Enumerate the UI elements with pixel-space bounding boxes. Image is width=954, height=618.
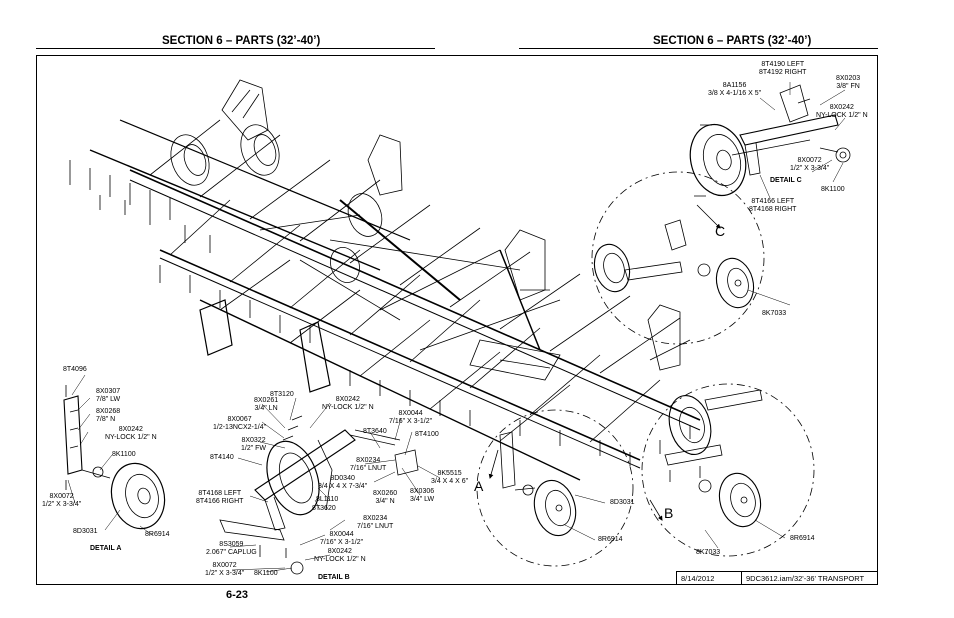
detail-a-label: DETAIL A	[90, 545, 122, 552]
title-block-file: 9DC3612.iam/32'-36' TRANSPORT	[741, 571, 878, 585]
detail-b-label: DETAIL B	[318, 574, 350, 581]
callout-8r6914-view-b: 8R6914	[790, 535, 815, 542]
callout-8k1100-c: 8K1100	[821, 186, 845, 193]
callout-8t4140: 8T4140	[210, 454, 234, 461]
view-c-artwork	[591, 171, 765, 345]
header-title-right: SECTION 6 – PARTS (32’-40’)	[653, 35, 812, 47]
callout-8k7033-view-b: 8K7033	[696, 549, 721, 556]
header-rule-left	[36, 48, 435, 49]
detail-c-label: DETAIL C	[770, 177, 802, 184]
callout-8k1100-a: 8K1100	[112, 451, 136, 458]
drawing-frame	[36, 55, 878, 585]
callout-8t3640: 8T3640	[363, 428, 387, 435]
callout-8t3120: 8T3120	[270, 391, 294, 398]
callout-8l1110: 8L1110	[316, 496, 339, 503]
view-a-artwork	[476, 409, 634, 567]
view-letter-b: B	[664, 505, 674, 521]
view-b-artwork	[641, 383, 815, 557]
view-letter-c: C	[715, 223, 726, 239]
callout-8t4100: 8T4100	[415, 431, 439, 438]
title-block-date: 8/14/2012	[676, 571, 742, 585]
header-title-left: SECTION 6 – PARTS (32’-40’)	[162, 35, 321, 47]
callout-8k7033-c: 8K7033	[762, 310, 787, 317]
main-frame-assembly	[69, 79, 701, 481]
callout-8t4096: 8T4096	[63, 366, 87, 373]
detail-c-artwork	[689, 84, 851, 197]
view-letter-a: A	[474, 478, 484, 494]
callout-8t3620: 8T3620	[312, 505, 336, 512]
callout-8k1100-b: 8K1100	[254, 570, 278, 577]
callout-8r6914-view-a: 8R6914	[598, 536, 623, 543]
header-rule-right	[519, 48, 878, 49]
callout-8d3031-a: 8D3031	[73, 528, 98, 535]
callout-8d3031-view-a: 8D3031	[610, 499, 635, 506]
detail-b-artwork	[219, 415, 419, 575]
detail-a-artwork	[63, 385, 166, 530]
page-number: 6-23	[226, 589, 249, 601]
leader-lines	[67, 82, 846, 573]
callout-8r6914-a: 8R6914	[145, 531, 170, 538]
